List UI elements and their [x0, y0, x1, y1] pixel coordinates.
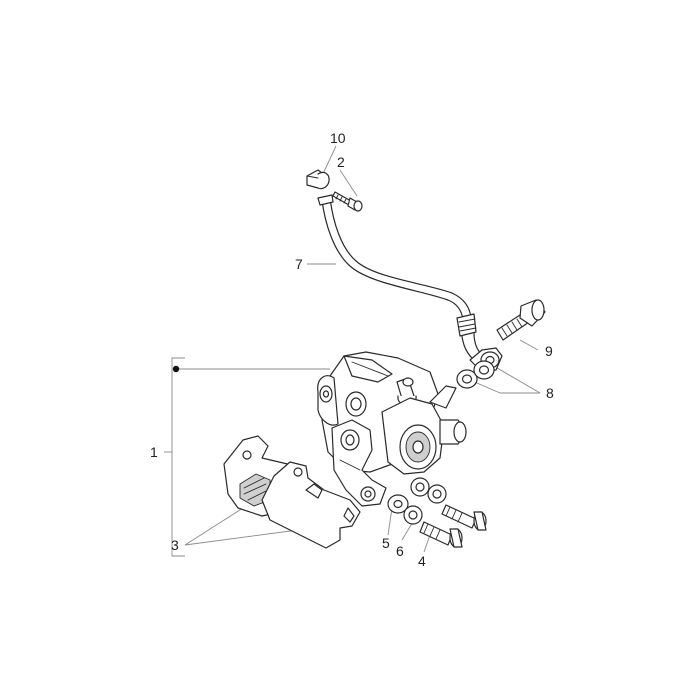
hose-clip — [306, 169, 330, 190]
clip-bolt — [332, 191, 363, 212]
brake-pads — [223, 435, 361, 549]
callout-labels: 10 2 7 9 8 1 3 5 6 4 — [150, 130, 554, 569]
brake-caliper — [317, 351, 467, 507]
leader-5 — [387, 507, 393, 536]
callout-10: 10 — [330, 130, 346, 146]
callout-5: 5 — [382, 535, 390, 551]
leader-bracket-1 — [171, 357, 185, 557]
leader-2 — [339, 169, 358, 197]
leader-3a — [184, 507, 244, 546]
leader-3b — [184, 529, 299, 546]
callout-4: 4 — [418, 553, 426, 569]
callout-9: 9 — [545, 343, 553, 359]
callout-3: 3 — [171, 537, 179, 553]
leader-10 — [321, 145, 337, 177]
sealing-washers — [456, 360, 495, 389]
callout-8: 8 — [546, 385, 554, 401]
mount-washers — [387, 477, 447, 525]
brake-hose — [317, 194, 503, 373]
callout-2: 2 — [337, 154, 345, 170]
mounting-bolts — [419, 504, 487, 548]
banjo-bolt — [496, 299, 546, 341]
assembly-dot — [172, 365, 180, 373]
leader-9 — [519, 339, 539, 351]
callout-6: 6 — [396, 543, 404, 559]
leader-8b — [491, 364, 541, 394]
callout-1: 1 — [150, 444, 158, 460]
callout-7: 7 — [295, 256, 303, 272]
